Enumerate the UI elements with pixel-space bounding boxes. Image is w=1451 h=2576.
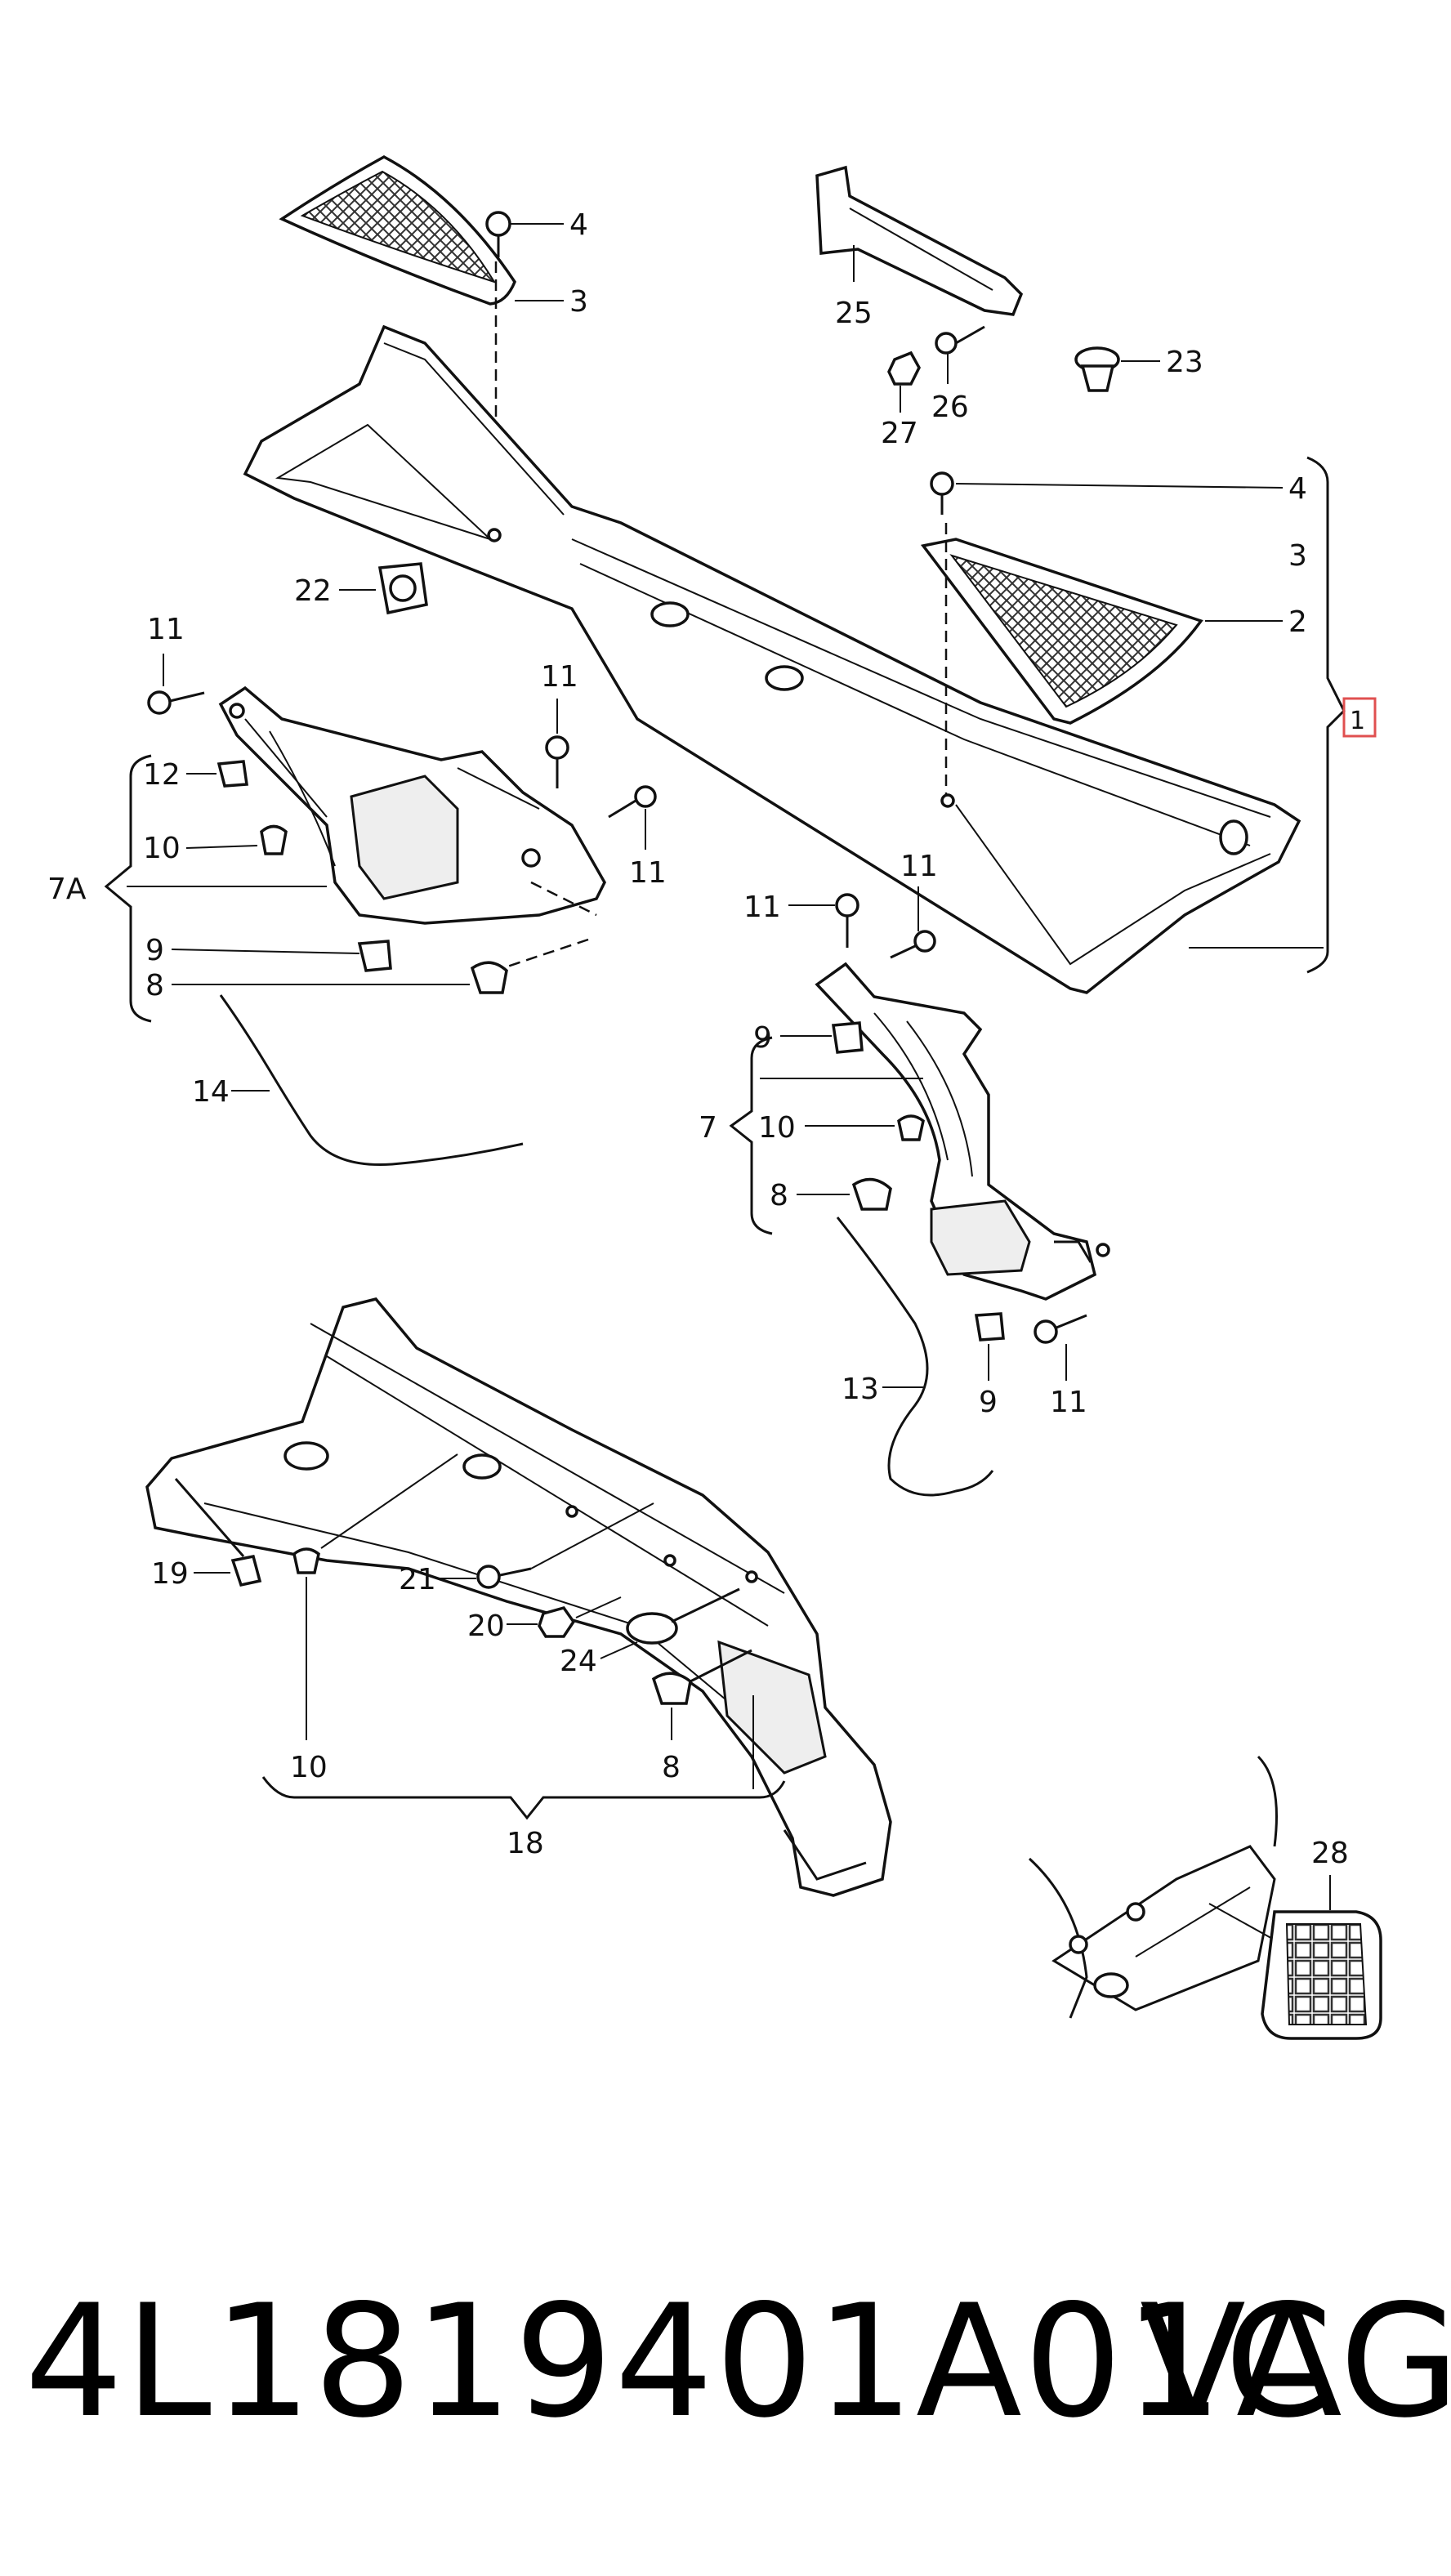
callout-3-right: 3 (1288, 539, 1307, 573)
callout-8-lower: 8 (662, 1751, 681, 1784)
clip-12 (217, 760, 248, 788)
callout-11-e: 11 (900, 850, 938, 883)
callout-7A: 7A (47, 873, 87, 906)
callout-4-top: 4 (569, 208, 588, 242)
right-mesh-grille (920, 538, 1203, 725)
callout-1: 1 (1350, 707, 1365, 735)
clip-10-left (260, 824, 288, 855)
callout-27: 27 (881, 417, 918, 450)
nut-20 (538, 1605, 576, 1638)
callout-11-c: 11 (629, 856, 667, 890)
callout-25: 25 (835, 297, 873, 330)
callout-13: 13 (842, 1373, 879, 1406)
part-22 (377, 562, 428, 615)
hose-13 (836, 1217, 994, 1497)
callout-18: 18 (507, 1827, 544, 1860)
callout-8-left: 8 (145, 969, 164, 1002)
callout-21: 21 (399, 1563, 436, 1596)
callout-14: 14 (192, 1075, 230, 1109)
callout-9-left: 9 (145, 934, 164, 967)
clip-23 (1074, 346, 1120, 392)
plenum-18 (145, 1297, 892, 1897)
clip-10-lower (292, 1547, 320, 1574)
hose-14 (219, 994, 524, 1167)
callout-12: 12 (143, 758, 181, 792)
screw-4-top (485, 211, 511, 257)
bracket-25 (815, 165, 1024, 316)
clip-26 (935, 325, 985, 355)
clip-10-right (897, 1114, 925, 1141)
callout-10-lower: 10 (290, 1751, 328, 1784)
left-mesh-grille (279, 155, 516, 306)
callout-10-left: 10 (143, 832, 181, 865)
callout-11-a: 11 (147, 613, 185, 646)
screw-11-right (608, 785, 657, 819)
bolt-19 (174, 1478, 262, 1587)
clip-8-right (851, 1177, 892, 1211)
screw-11-mid (545, 735, 569, 788)
callout-28: 28 (1311, 1837, 1349, 1870)
callout-11-f: 11 (1050, 1386, 1087, 1419)
callout-1-highlight (1342, 697, 1377, 738)
clip-8-lower (651, 1649, 752, 1705)
callout-11-d: 11 (743, 891, 781, 924)
callout-24: 24 (560, 1645, 597, 1678)
brand-name: VAG (1140, 2271, 1451, 2452)
clip-9-right (831, 1021, 864, 1054)
cowl-panel (243, 324, 1301, 994)
clip-24 (626, 1587, 740, 1645)
callout-10-right: 10 (758, 1111, 796, 1145)
screw-11-r2 (890, 930, 936, 959)
grille-insert-28 (1261, 1910, 1382, 2040)
nut-27 (887, 350, 921, 386)
callout-7: 7 (699, 1111, 717, 1145)
clip-9-lower (974, 1312, 1005, 1342)
callout-8-right: 8 (770, 1179, 788, 1212)
callout-9-lower: 9 (979, 1386, 998, 1419)
callout-2: 2 (1288, 605, 1307, 639)
clip-9-left (357, 940, 392, 972)
screw-11-lower (1034, 1314, 1087, 1344)
clip-8-left (470, 961, 508, 994)
left-drain-assembly (218, 685, 606, 974)
callout-3-top: 3 (569, 285, 588, 319)
bolt-21 (476, 1565, 532, 1589)
callout-4-right: 4 (1288, 472, 1307, 506)
callout-22: 22 (294, 574, 332, 608)
callout-26: 26 (931, 391, 969, 424)
part-number: 4L1819401A01C (25, 2271, 1335, 2452)
callout-20: 20 (467, 1609, 505, 1643)
callout-9-right: 9 (753, 1021, 772, 1055)
callout-11-b: 11 (541, 660, 578, 694)
side-panel-28 (1028, 1755, 1284, 2019)
callout-23: 23 (1166, 346, 1203, 379)
callout-19: 19 (151, 1557, 189, 1591)
screw-11-left (147, 690, 205, 715)
screw-11-r1 (835, 893, 859, 948)
screw-4-right (930, 471, 954, 515)
